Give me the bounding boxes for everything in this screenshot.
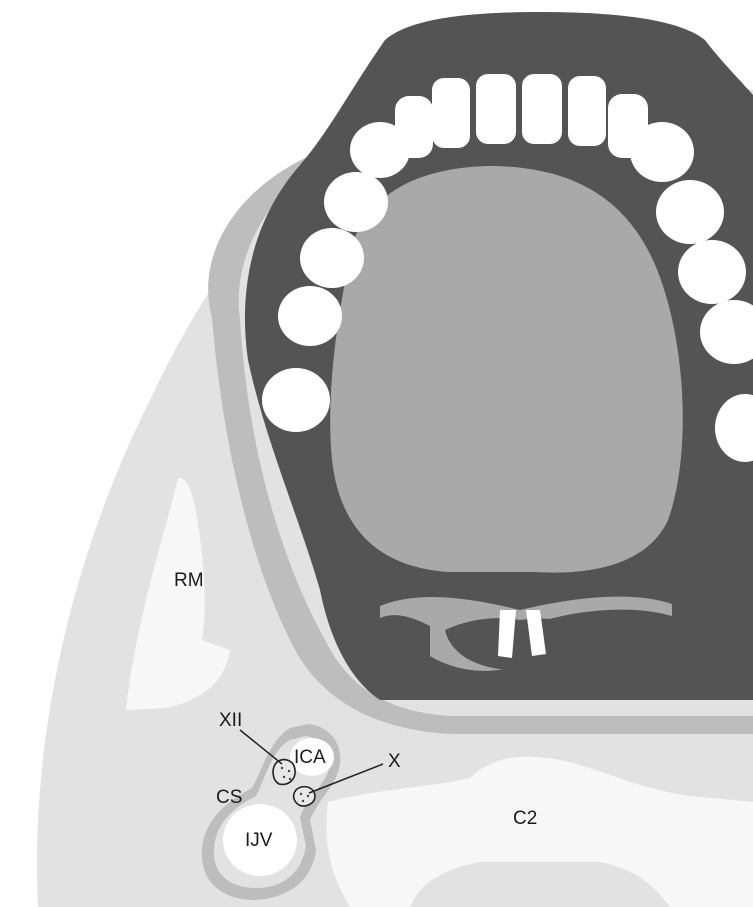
label-x: X [388, 751, 401, 772]
tongue [330, 166, 683, 573]
hypoglossal-nerve-xii [273, 760, 295, 785]
label-c2: C2 [513, 808, 537, 829]
label-cs: CS [216, 787, 242, 808]
label-xii: XII [219, 710, 242, 731]
label-ica: ICA [294, 747, 326, 768]
vagus-nerve-x [294, 787, 315, 806]
label-ijv: IJV [245, 830, 273, 851]
label-rm: RM [174, 570, 204, 591]
